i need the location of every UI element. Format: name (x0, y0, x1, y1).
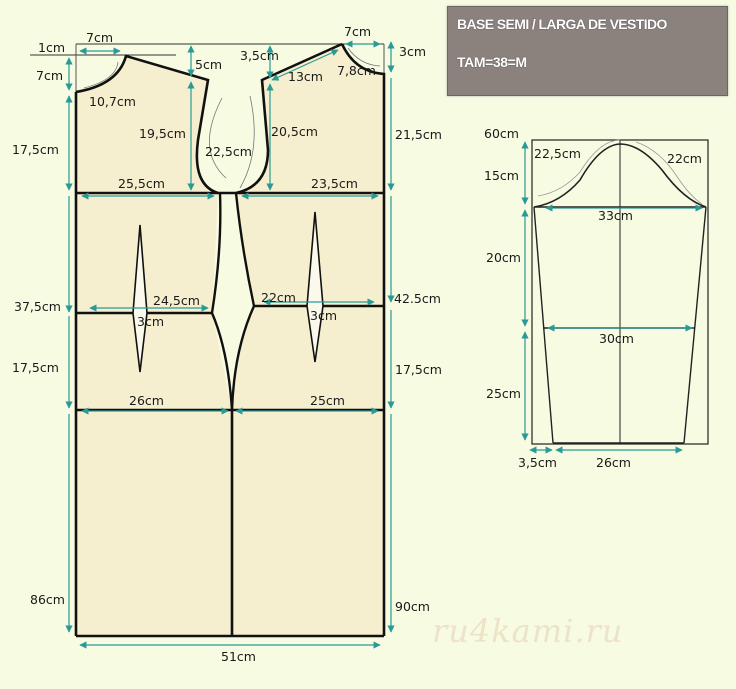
label-back-waist: 24,5cm (153, 293, 200, 308)
label-back-armhole-depth: 19,5cm (139, 126, 186, 141)
label-right-upper: 21,5cm (395, 127, 442, 142)
label-front-bust: 23,5cm (311, 176, 358, 191)
label-left-total: 86cm (30, 592, 65, 607)
label-bicep-width: 33cm (598, 208, 633, 223)
title-line-1: BASE SEMI / LARGA DE VESTIDO (457, 16, 667, 32)
label-front-shoulder-drop: 3,5cm (240, 48, 279, 63)
title-box: BASE SEMI / LARGA DE VESTIDO TAM=38=M (447, 6, 728, 96)
label-shoulder-offset: 1cm (38, 40, 65, 55)
label-wrist-width: 26cm (596, 455, 631, 470)
label-right-to-waist: 42.5cm (394, 291, 441, 306)
bodice-labels: 1cm 7cm 7cm 10,7cm 5cm 3,5cm 13cm 7cm 3c… (12, 24, 442, 664)
label-back-dart: 3cm (137, 314, 164, 329)
bodice-dimensions (65, 40, 395, 649)
front-dart (306, 211, 324, 363)
label-upper-length: 20cm (486, 250, 521, 265)
label-elbow-width: 30cm (599, 331, 634, 346)
label-back-cap-curve: 22,5cm (534, 146, 581, 161)
label-front-armhole-depth: 20,5cm (271, 124, 318, 139)
label-front-neck-curve: 7,8cm (337, 63, 376, 78)
label-hem: 51cm (221, 649, 256, 664)
title-line-2: TAM=38=M (457, 54, 527, 70)
label-back-neck-width: 7cm (86, 30, 113, 45)
sleeve-labels: 60cm 15cm 22,5cm 22cm 33cm 20cm 30cm 25c… (484, 126, 702, 470)
sleeve-pattern (531, 139, 709, 445)
sleeve-dimensions (521, 141, 703, 454)
label-front-hip: 25cm (310, 393, 345, 408)
label-sleeve-total: 60cm (484, 126, 519, 141)
label-lower-length: 25cm (486, 386, 521, 401)
label-back-neck-curve: 10,7cm (89, 94, 136, 109)
label-left-waist-hip: 17,5cm (12, 360, 59, 375)
label-right-waist-hip: 17,5cm (395, 362, 442, 377)
label-left-to-waist: 37,5cm (14, 299, 61, 314)
label-hem-offset: 3,5cm (518, 455, 557, 470)
bodice-pattern (30, 42, 386, 638)
label-front-dart: 3cm (310, 308, 337, 323)
label-front-cap-curve: 22cm (667, 151, 702, 166)
label-armhole-curve: 22,5cm (205, 144, 252, 159)
label-right-total: 90cm (395, 599, 430, 614)
label-back-shoulder-drop: 5cm (195, 57, 222, 72)
label-back-neck-depth: 7cm (36, 68, 63, 83)
label-back-hip: 26cm (129, 393, 164, 408)
label-front-neck-width: 7cm (344, 24, 371, 39)
watermark: ru4kami.ru (432, 612, 624, 650)
back-dart (132, 224, 148, 373)
label-left-upper: 17,5cm (12, 142, 59, 157)
label-front-neck-depth: 3cm (399, 44, 426, 59)
label-cap-height: 15cm (484, 168, 519, 183)
label-back-bust: 25,5cm (118, 176, 165, 191)
label-front-shoulder: 13cm (288, 69, 323, 84)
label-front-waist: 22cm (261, 290, 296, 305)
